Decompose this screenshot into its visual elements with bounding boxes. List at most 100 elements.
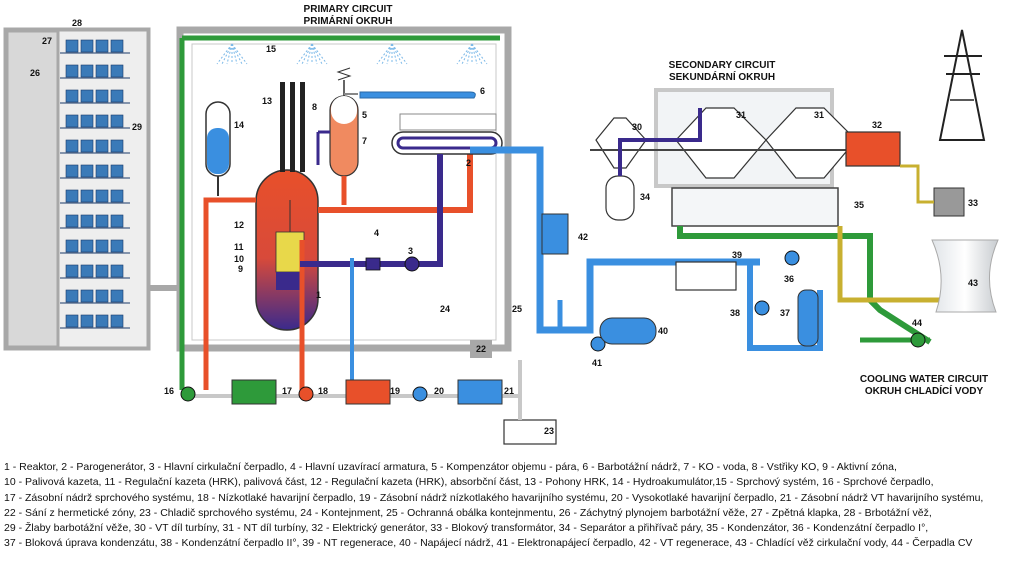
label-8: 8 (312, 102, 317, 112)
label-26: 26 (30, 68, 40, 78)
label-35: 35 (854, 200, 864, 210)
spray-head-icon (456, 43, 488, 65)
cooling-title-cz: OKRUH CHLADÍCÍ VODY (865, 384, 984, 397)
label-18: 18 (318, 386, 328, 396)
bubbler-tray (60, 89, 130, 104)
secondary-title: SECONDARY CIRCUIT (669, 60, 776, 71)
label-4: 4 (374, 228, 379, 238)
spray-head-icon (376, 43, 408, 65)
transformer (933, 187, 965, 217)
bubbler-tray (60, 39, 130, 54)
primary-title: PRIMARY CIRCUIT (304, 4, 393, 15)
secondary-title-cz: SEKUNDÁRNÍ OKRUH (669, 70, 775, 83)
bubbler-tray (60, 289, 130, 304)
control-rod-drives (280, 82, 305, 172)
cooling-title: COOLING WATER CIRCUIT (860, 374, 988, 385)
hp-regeneration (541, 213, 569, 255)
generator (845, 131, 901, 167)
lp-regeneration (675, 261, 737, 291)
label-32: 32 (872, 120, 882, 130)
separator-reheater (605, 175, 635, 221)
emergency-systems (180, 360, 557, 445)
label-30: 30 (632, 122, 642, 132)
bubbler-tray (60, 264, 130, 279)
bubbler-tray (60, 139, 130, 154)
label-40: 40 (658, 326, 668, 336)
label-29: 29 (132, 122, 142, 132)
electrical (845, 29, 986, 217)
spray-system (179, 35, 500, 390)
relief-tank (344, 91, 476, 99)
label-14: 14 (234, 120, 244, 130)
label-13: 13 (262, 96, 272, 106)
cooling-tower (931, 239, 999, 313)
label-7: 7 (362, 136, 367, 146)
label-9: 9 (238, 264, 243, 274)
secondary-equipment (541, 108, 839, 347)
legend-line: 17 - Zásobní nádrž sprchového systému, 1… (4, 491, 984, 504)
legend-line: 10 - Palivová kazeta, 11 - Regulační kaz… (4, 476, 934, 489)
cooling-circuit (677, 226, 999, 348)
hydroaccumulator (205, 101, 231, 196)
label-1: 1 (316, 290, 321, 300)
bubbler-tower (3, 27, 180, 351)
feedwater-tank (599, 317, 657, 345)
bubbler-tray (60, 314, 130, 329)
condenser (671, 187, 839, 227)
primary-cold-leg (300, 154, 443, 272)
feedwater-lines (350, 146, 823, 390)
label-31: 31 (736, 110, 746, 120)
bubbler-tray (60, 189, 130, 204)
component-numbers: 1 2 3 4 5 6 7 8 9 10 11 12 13 14 15 16 1… (30, 18, 978, 436)
bubbler-tray (60, 214, 130, 229)
label-33: 33 (968, 198, 978, 208)
label-3: 3 (408, 246, 413, 256)
condensate-treatment (797, 289, 819, 347)
bubbler-tray (60, 164, 130, 179)
label-6: 6 (480, 86, 485, 96)
legend-line: 1 - Reaktor, 2 - Parogenerátor, 3 - Hlav… (4, 461, 897, 473)
label-36: 36 (784, 274, 794, 284)
main-circulation-pump (404, 256, 420, 272)
legend-line: 37 - Bloková úprava kondenzátu, 38 - Kon… (4, 537, 973, 550)
component-legend: 1 - Reaktor, 2 - Parogenerátor, 3 - Hlav… (4, 460, 1020, 564)
label-27: 27 (42, 36, 52, 46)
label-16: 16 (164, 386, 174, 396)
spray-head-icon (216, 43, 248, 65)
label-44: 44 (912, 318, 922, 328)
spray-cooler (503, 419, 557, 445)
primary-title-cz: PRIMÁRNÍ OKRUH (304, 14, 393, 27)
main-isolation-valve (365, 257, 381, 271)
label-11: 11 (234, 242, 244, 252)
label-24: 24 (440, 304, 450, 314)
label-31b: 31 (814, 110, 824, 120)
label-15: 15 (266, 44, 276, 54)
label-21: 21 (504, 386, 514, 396)
feedwater-pump (590, 336, 606, 352)
label-39: 39 (732, 250, 742, 260)
label-34: 34 (640, 192, 650, 202)
label-25: 25 (512, 304, 522, 314)
label-19: 19 (390, 386, 400, 396)
label-17: 17 (282, 386, 292, 396)
label-2: 2 (466, 158, 471, 168)
label-22: 22 (476, 344, 486, 354)
label-23: 23 (544, 426, 554, 436)
legend-line: 29 - Žlaby barbotážní věže, 30 - VT díl … (4, 522, 929, 535)
label-38: 38 (730, 308, 740, 318)
label-42: 42 (578, 232, 588, 242)
label-10: 10 (234, 254, 244, 264)
npp-schematic: PRIMARY CIRCUIT PRIMÁRNÍ OKRUH SECONDARY… (3, 4, 999, 445)
label-43: 43 (968, 278, 978, 288)
reactor-vessel (255, 169, 319, 331)
spray-head-icon (296, 43, 328, 65)
label-37: 37 (780, 308, 790, 318)
pylon-icon (938, 29, 986, 141)
label-20: 20 (434, 386, 444, 396)
label-5: 5 (362, 110, 367, 120)
bubbler-tray (60, 114, 130, 129)
pressurizer (316, 67, 359, 205)
label-12: 12 (234, 220, 244, 230)
bubbler-trays (60, 39, 130, 329)
bubbler-tray (60, 64, 130, 79)
